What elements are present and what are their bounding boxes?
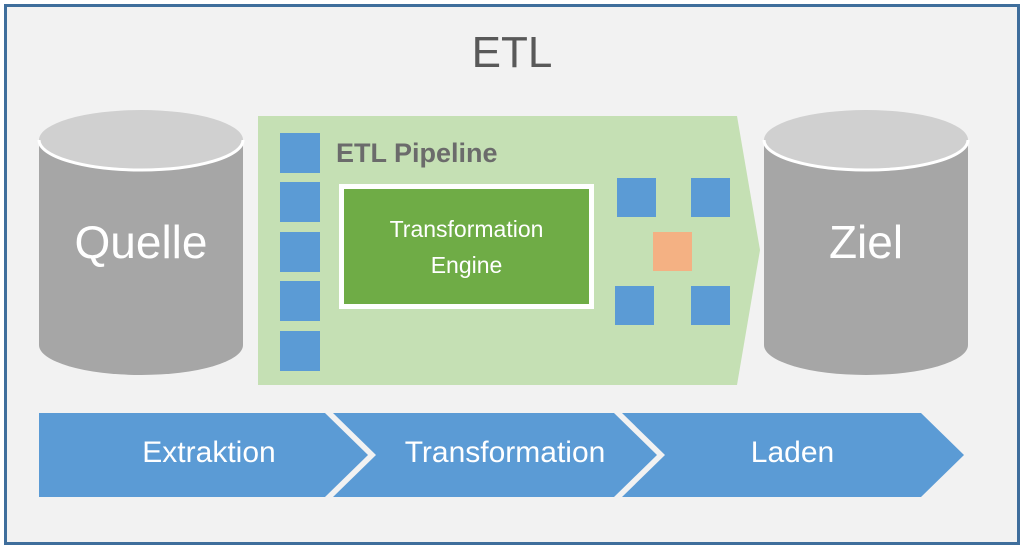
extracted-data-blocks: [280, 133, 320, 371]
transformed-data-blocks: [615, 178, 730, 325]
data-block: [280, 133, 320, 173]
pipeline-label: ETL Pipeline: [336, 138, 498, 168]
highlighted-data-block: [653, 232, 692, 271]
process-steps: [39, 413, 964, 497]
source-label: Quelle: [74, 216, 208, 268]
step-label-loading: Laden: [750, 436, 835, 469]
step-label-extraction: Extraktion: [142, 436, 276, 469]
target-database-cylinder: [762, 110, 970, 375]
data-block: [280, 331, 320, 371]
data-block: [280, 281, 320, 321]
data-block: [617, 178, 656, 217]
target-label: Ziel: [828, 216, 904, 268]
source-database-cylinder: [37, 110, 245, 375]
data-block: [280, 232, 320, 272]
step-arrow-transformation: [333, 413, 657, 497]
step-arrow-extraction: [39, 413, 368, 497]
transformation-engine-box: Transformation Engine: [339, 184, 594, 309]
diagram-title: ETL: [471, 28, 553, 77]
step-arrow-loading: [622, 413, 964, 497]
engine-label-line1: Transformation: [389, 216, 544, 242]
data-block: [615, 286, 654, 325]
engine-label-line2: Engine: [430, 252, 503, 278]
data-block: [691, 286, 730, 325]
data-block: [691, 178, 730, 217]
data-block: [280, 182, 320, 222]
step-label-transformation: Transformation: [404, 436, 606, 469]
